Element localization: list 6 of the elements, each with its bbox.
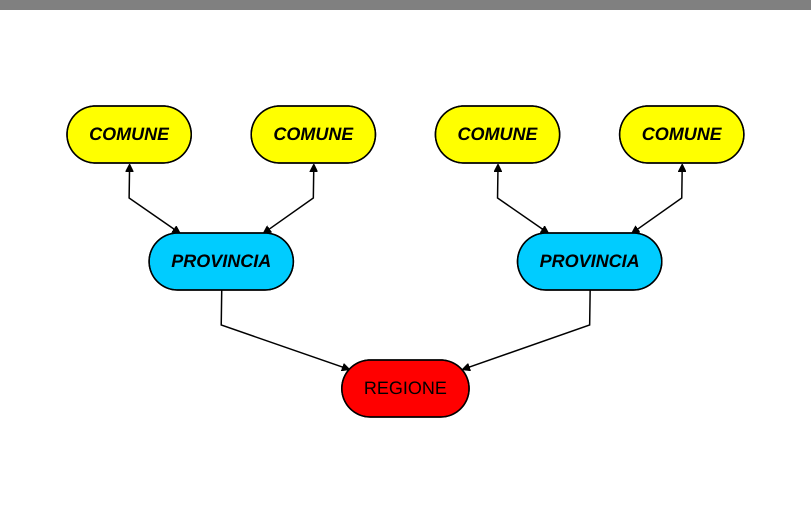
arrow [631,164,687,234]
arrow [494,164,550,234]
arrow [125,164,181,234]
arrow [262,164,318,234]
arrow [220,290,350,372]
arrow [462,290,591,372]
